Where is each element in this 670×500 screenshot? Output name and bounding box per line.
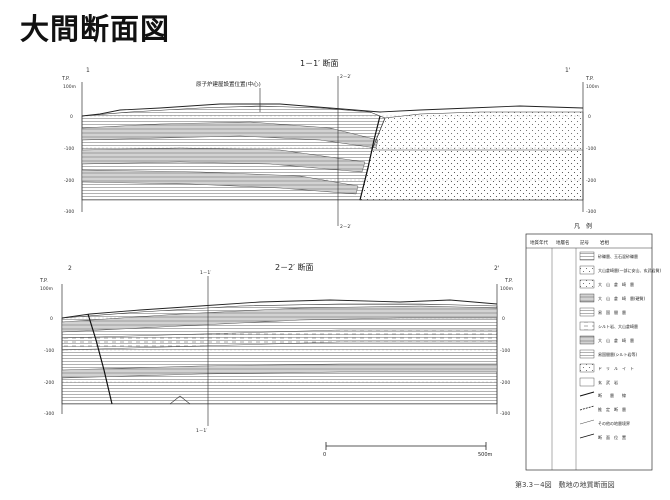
svg-text:-300: -300 <box>586 209 596 215</box>
section-2-ground-surface <box>61 299 498 319</box>
section-2-scale-bar: 0 500m <box>323 442 493 458</box>
section-1-reactor-annotation: 原子炉建屋設置位置(中心) <box>196 80 261 88</box>
svg-text:-100: -100 <box>586 146 596 152</box>
legend-entry: 推 定 断 層 <box>598 406 626 412</box>
legend-entry: 大 山 倉 崎 層 <box>598 337 634 343</box>
legend-entry: 大山倉崎層(一部に安山、玄武岩質) <box>598 267 662 273</box>
section-1-cross-ref-label: 2－2′ <box>340 74 351 80</box>
svg-text:100m: 100m <box>586 84 599 90</box>
svg-text:0: 0 <box>70 114 73 120</box>
legend-entry: 断 層 線 <box>598 392 626 398</box>
svg-text:-300: -300 <box>44 411 54 417</box>
svg-text:-300: -300 <box>64 209 74 215</box>
legend-entry: 断 面 位 置 <box>598 434 626 440</box>
svg-text:-200: -200 <box>64 178 74 184</box>
legend-entry: 大 山 倉 崎 層 <box>598 281 634 287</box>
svg-text:-200: -200 <box>44 380 54 386</box>
section-2-right-tp-label: T.P. <box>504 278 513 284</box>
legend-entry: 易 国 間 層 <box>598 309 626 315</box>
svg-text:-100: -100 <box>64 146 74 152</box>
svg-text:-200: -200 <box>586 178 596 184</box>
svg-text:0: 0 <box>50 316 53 322</box>
legend-entry-labels: 砂礫層、玉石混砂礫層 大山倉崎層(一部に安山、玄武岩質) 大 山 倉 崎 層 大… <box>598 253 662 440</box>
legend-entry: シルト岩、大山倉崎層 <box>598 323 638 329</box>
section-2-upper-dense-band <box>61 305 498 333</box>
legend: 凡 例 地質年代 地層名 記号 岩相 砂礫層、玉石混砂礫層 大山倉崎層(一部に安… <box>525 222 662 471</box>
section-1-fault-line <box>359 115 381 201</box>
section-1-title: 1－1′ 断面 <box>300 58 339 68</box>
section-1-dark-band-lower <box>81 147 366 173</box>
legend-title: 凡 例 <box>574 222 592 230</box>
legend-header-unit: 地層名 <box>556 239 570 246</box>
section-1-right-tp-label: T.P. <box>585 76 594 82</box>
legend-header-symbol: 記号 <box>580 239 589 246</box>
legend-entry: ド リ ル イ ト <box>598 366 634 371</box>
section-2-left-end-label: 2 <box>68 265 72 272</box>
legend-header-lithology: 岩相 <box>600 239 609 246</box>
section-2-deep-band <box>61 363 498 379</box>
section-2-cross-ref-label: 1－1′ <box>200 270 211 276</box>
section-2-base-bump <box>169 395 191 405</box>
section-2-left-tp-label: T.P. <box>39 278 48 284</box>
section-1-cross-ref-bottom-label: 2－2′ <box>340 224 351 230</box>
svg-text:-200: -200 <box>500 380 510 386</box>
legend-entry: その他の地層境界 <box>598 420 630 426</box>
svg-text:100m: 100m <box>63 84 76 90</box>
section-2-right-end-label: 2' <box>494 265 500 272</box>
svg-text:100m: 100m <box>40 286 53 292</box>
section-1-left-tp-label: T.P. <box>61 76 70 82</box>
section-1: 1－1′ 断面 1 1' T.P. T.P. 100m 0 -100 -200 … <box>61 58 599 230</box>
section-2-layered-strata <box>61 303 498 405</box>
section-2-right-ticks: 100m 0 -100 -200 -300 <box>500 286 513 417</box>
section-1-left-end-label: 1 <box>86 67 90 74</box>
scale-bar-left-label: 0 <box>323 452 326 458</box>
svg-text:100m: 100m <box>500 286 513 292</box>
section-2-title: 2－2′ 断面 <box>275 262 314 272</box>
legend-swatches <box>579 251 595 439</box>
section-1-dark-band-deep <box>81 169 359 195</box>
legend-header-age: 地質年代 <box>530 239 548 246</box>
legend-entry: 砂礫層、玉石混砂礫層 <box>598 253 638 259</box>
section-2-fault-line <box>87 313 113 405</box>
legend-entry: 大 山 倉 崎 層(硬質) <box>598 295 646 301</box>
section-2-dashed-band <box>61 329 498 351</box>
section-2: 2－2′ 断面 2 2' T.P. T.P. 100m 0 -100 -200 … <box>39 262 513 458</box>
svg-text:0: 0 <box>588 114 591 120</box>
section-2-cross-ref-bottom-label: 1－1′ <box>196 428 207 434</box>
svg-text:-300: -300 <box>500 411 510 417</box>
section-1-ground-surface <box>81 103 584 117</box>
legend-entry: 易国間層(シルト岩等) <box>598 351 638 357</box>
svg-text:0: 0 <box>502 316 505 322</box>
section-1-lower-dotted-body <box>359 149 584 201</box>
section-1-left-ticks: 100m 0 -100 -200 -300 <box>63 84 76 215</box>
section-1-right-end-label: 1' <box>565 67 571 74</box>
scale-bar-right-label: 500m <box>478 452 493 458</box>
section-1-right-ticks: 100m 0 -100 -200 -300 <box>586 84 599 215</box>
svg-text:-100: -100 <box>500 348 510 354</box>
figure-caption: 第3.3－4図 敷地の地質断面図 <box>515 481 615 489</box>
legend-entry: 玄 武 岩 <box>598 379 618 385</box>
slide-title: 大間断面図 <box>20 12 171 46</box>
svg-text:-100: -100 <box>44 348 54 354</box>
section-2-left-ticks: 100m 0 -100 -200 -300 <box>40 286 54 417</box>
